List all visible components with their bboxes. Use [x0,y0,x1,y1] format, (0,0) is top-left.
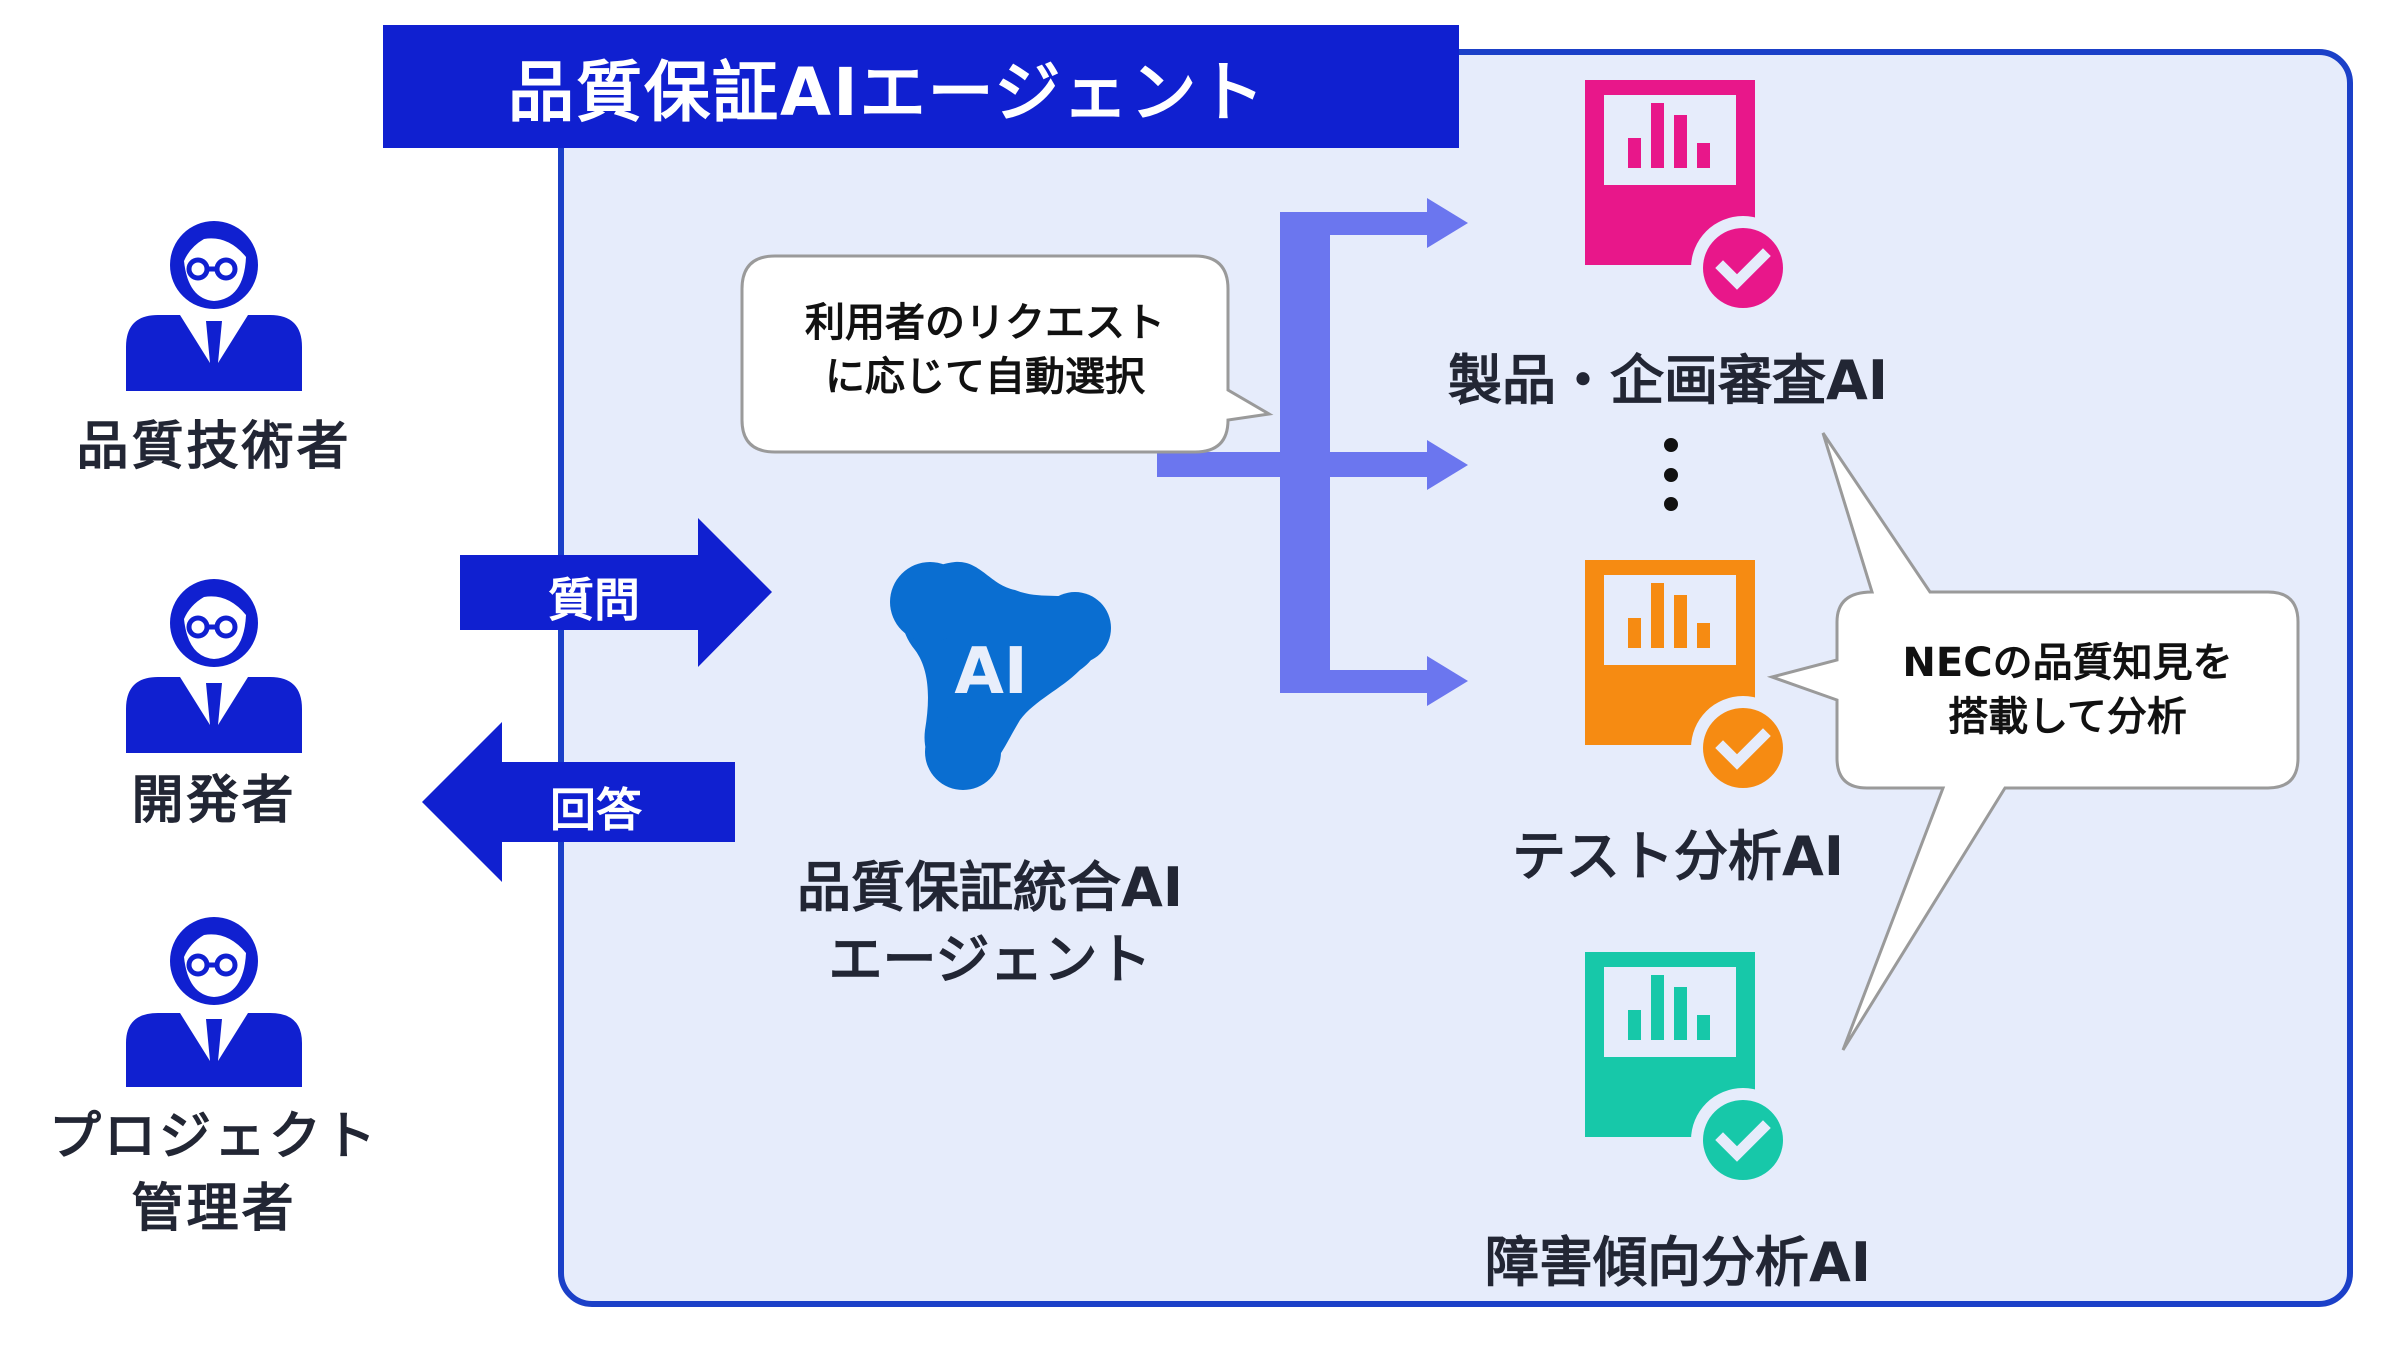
person-icon [126,221,302,391]
callout-line: 搭載して分析 [1948,694,2187,740]
checkmark-icon [1715,1120,1771,1162]
nec-knowledge-callout [1766,432,2300,1051]
person-icon [126,917,302,1087]
sub-agent-label-test-analysis: テスト分析AI [1512,825,1844,888]
auto-select-callout [740,254,1274,454]
report-icon-failure-trend [1585,952,1795,1192]
callout-line: NECの品質知見を [1902,640,2233,686]
nec-knowledge-callout-text: NECの品質知見を 搭載して分析 [1837,636,2298,744]
report-icon-product-review [1585,80,1795,320]
question-label: 質問 [548,573,640,627]
user-label-developer: 開発者 [131,771,297,831]
check-circle-icon [1703,1100,1783,1180]
checkmark-icon [1715,248,1771,290]
title-banner: 品質保証AIエージェント [383,25,1459,148]
branch-arrows [1157,198,1468,706]
ellipsis-icon [1664,438,1678,511]
auto-select-callout-text: 利用者のリクエスト に応じて自動選択 [742,296,1228,404]
check-circle-icon [1703,228,1783,308]
user-label-project-manager-line2: 管理者 [131,1179,297,1239]
report-icon-test-analysis [1585,560,1795,800]
person-icon [126,579,302,753]
ai-agent-icon [890,561,1111,790]
integrated-agent-label-line2: エージェント [828,928,1152,991]
checkmark-icon [1715,728,1771,770]
answer-label: 回答 [550,783,642,837]
sub-agent-label-product-review: 製品・企画審査AI [1448,349,1888,412]
answer-arrow [422,722,735,882]
user-label-quality-engineer: 品質技術者 [76,417,352,477]
page-title: 品質保証AIエージェント [508,53,1267,131]
user-label-project-manager-line1: プロジェクト [48,1107,379,1167]
callout-line: に応じて自動選択 [825,354,1145,400]
ai-icon-text: AI [954,635,1028,709]
integrated-agent-label-line1: 品質保証統合AI [797,856,1183,919]
integrated-agent-label: 品質保証統合AI エージェント [740,852,1240,996]
callout-line: 利用者のリクエスト [805,300,1165,346]
sub-agent-label-failure-trend: 障害傾向分析AI [1485,1231,1871,1294]
question-arrow [460,518,772,667]
check-circle-icon [1703,708,1783,788]
